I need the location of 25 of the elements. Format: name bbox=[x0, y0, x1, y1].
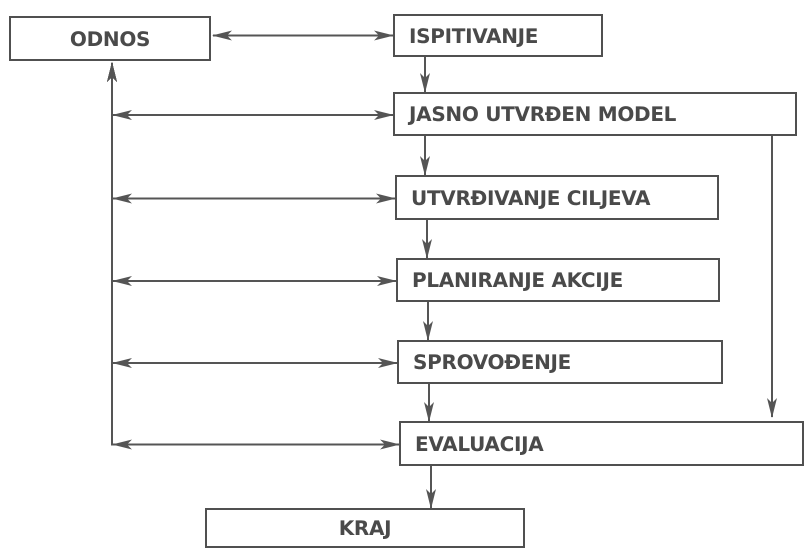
arrow bbox=[767, 136, 777, 418]
arrow bbox=[212, 30, 394, 40]
arrow bbox=[420, 57, 430, 93]
process-box bbox=[393, 14, 603, 57]
arrow bbox=[426, 466, 436, 509]
box-label: UTVRĐIVANJE CILJEVA bbox=[411, 186, 650, 210]
process-box bbox=[396, 258, 720, 302]
box-label: PLANIRANJE AKCIJE bbox=[412, 268, 623, 292]
box-label: ODNOS bbox=[70, 26, 150, 50]
arrow bbox=[107, 62, 400, 450]
process-box bbox=[395, 175, 719, 220]
process-box bbox=[9, 16, 211, 61]
process-box bbox=[393, 92, 797, 136]
box-label: JASNO UTVRĐEN MODEL bbox=[409, 102, 676, 126]
box-label: ISPITIVANJE bbox=[409, 24, 538, 48]
arrow bbox=[423, 302, 433, 341]
arrow bbox=[420, 136, 430, 176]
arrow bbox=[424, 384, 434, 422]
box-label: EVALUACIJA bbox=[415, 432, 544, 456]
arrow bbox=[422, 220, 432, 259]
process-box bbox=[205, 508, 525, 548]
box-label: SPROVOĐENJE bbox=[413, 350, 572, 374]
box-label: KRAJ bbox=[338, 516, 392, 540]
process-box bbox=[399, 421, 804, 466]
process-box bbox=[397, 340, 723, 384]
